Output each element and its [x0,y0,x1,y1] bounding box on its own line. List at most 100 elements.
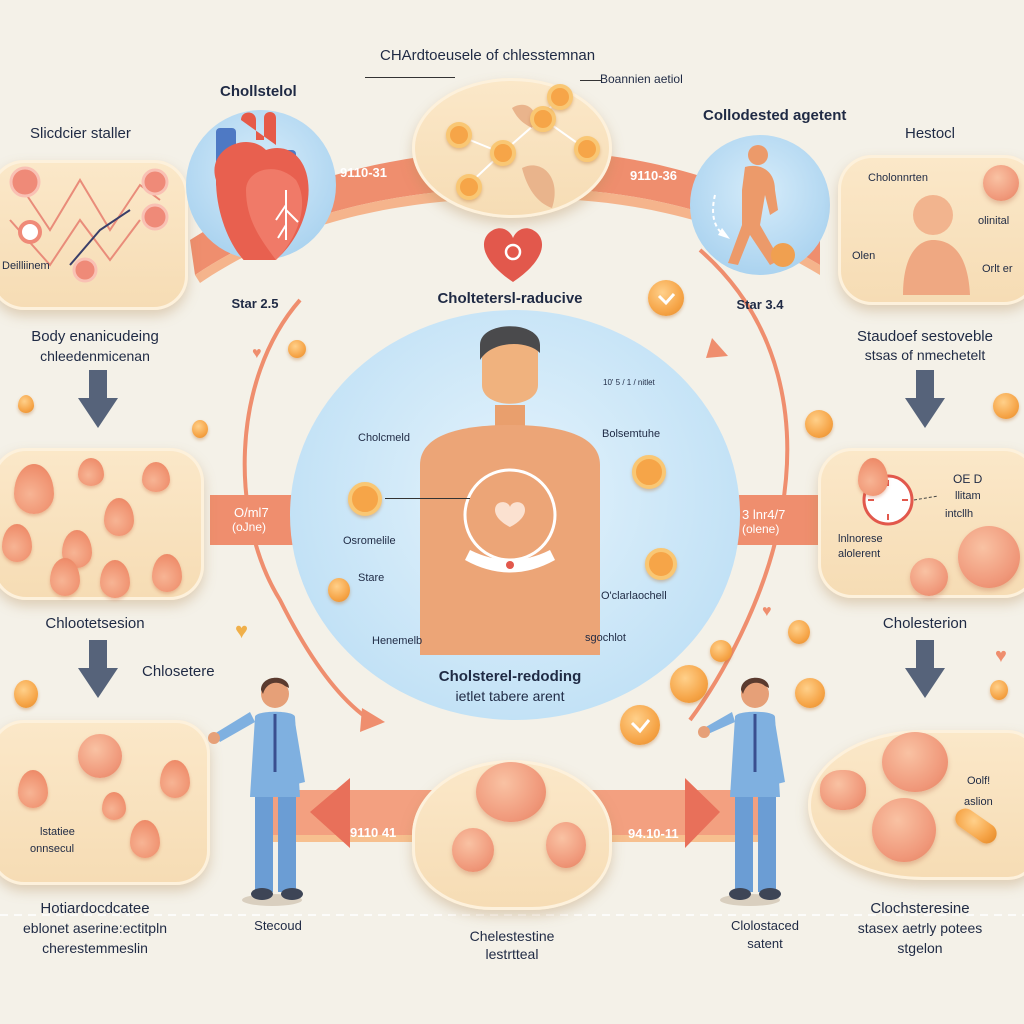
top-right-callout-4: Orlt er [982,263,1013,275]
molecule-node [446,122,472,148]
cholesterol-orb [348,482,382,516]
doctor-figure-right [698,677,785,906]
middle-right-inner-label-1: lnlnorese [838,533,883,545]
top-right-callout-3: Olen [852,250,876,262]
molecule-node [547,84,573,110]
middle-left-band-label-1: O/ml7 [234,505,269,520]
pill-capsule-icon [951,804,1001,848]
cholesterol-particle [882,732,948,792]
cholesterol-droplet [130,820,160,858]
middle-right-panel [818,448,1024,598]
molecule-node [530,106,556,132]
bottom-left-inner-line1: lstatiee [40,826,75,838]
center-label-left-mid: Stare [358,572,385,584]
callout-line [580,80,602,81]
cholesterol-particle [546,822,586,868]
cholesterol-droplet [990,680,1008,700]
callout-line [365,77,455,78]
check-badge [648,280,684,316]
bottom-right-caption-line3: stgelon [897,940,943,956]
heart-circle [186,110,336,270]
cholesterol-orb [795,678,825,708]
cholesterol-droplet [18,770,48,808]
cholesterol-droplet [160,760,190,798]
top-flow-band-edge [195,188,820,283]
middle-right-caption: Cholesterion [882,615,968,632]
cholesterol-particle [958,526,1020,588]
down-arrow-icon [78,370,118,430]
center-caption-line2: ietlet tabere arent [455,688,565,704]
heart-icon: ♥ [995,645,1007,667]
middle-left-panel [0,448,204,600]
heart-badge-icon [483,228,543,282]
cholesterol-droplet [18,395,34,413]
cholesterol-particle [452,828,494,872]
center-top-panel [412,78,612,218]
walker-circle-title: Collodested agetent [703,107,847,124]
heart-circle-stage: Star 2.5 [231,296,279,311]
center-label-bottom-left: Henemelb [372,635,423,647]
heart-organ-icon [214,112,309,270]
center-tiny-note: 10' 5 / 1 / nitlet [603,378,655,387]
middle-right-callout-2: llitam [955,490,981,502]
molecule-node [456,174,482,200]
middle-right-callout-3: intcllh [945,508,974,520]
heart-icon: ♥ [762,603,772,620]
walking-person-icon [712,145,795,267]
cholesterol-droplet [192,420,208,438]
heart-icon: ♥ [252,345,262,362]
cholesterol-orb [632,455,666,489]
zigzag-graph-icon [9,166,169,283]
center-label-left: Osromelile [343,535,396,547]
cholesterol-particle [910,558,948,596]
top-left-callout: Deilliinem [2,260,50,272]
cholesterol-orb [645,548,677,580]
cholesterol-droplet [2,524,32,562]
cholesterol-droplet [328,578,350,602]
center-caption-line1: Cholsterel-redoding [438,668,582,685]
top-right-caption-line1: Staudoef sestoveble [857,328,993,345]
cholesterol-particle [78,734,122,778]
bottom-center-panel [412,760,612,910]
cholesterol-droplet [50,558,80,596]
callout-line [385,498,470,499]
right-arc-arrowhead [706,338,728,358]
top-left-panel [0,160,188,310]
top-left-caption-line2: chleedenmicenan [40,348,150,364]
bottom-left-arrowhead [310,778,350,848]
heart-shaped-particle [820,770,866,810]
cholesterol-droplet [78,458,104,486]
torso-figure-icon [420,326,600,655]
middle-right-band-label-1: 3 lnr4/7 [742,507,786,522]
center-label-top-right: Bolsemtuhe [602,428,661,440]
left-cycle-arc [242,298,372,722]
bottom-right-caption-line2: stasex aetrly potees [857,920,983,936]
bottom-left-panel [0,720,210,885]
walker-circle-stage: Star 3.4 [736,297,784,312]
center-top-callout: Boannien aetiol [600,72,683,86]
cholesterol-particle [872,798,936,862]
check-icon [657,293,676,306]
check-badge [620,705,660,745]
walker-circle [690,135,830,275]
cholesterol-droplet [14,680,38,708]
bottom-center-caption-line2: lestrtteal [485,946,539,962]
bottom-left-inner-line2: onnsecul [30,843,75,855]
cholesterol-orb [993,393,1019,419]
heart-icon: ♥ [235,618,249,643]
bottom-left-caption-line2: eblonet aserine:ectitpln [23,920,167,936]
cholesterol-droplet [104,498,134,536]
doctor-right-label-line1: Clolostaced [731,918,799,933]
cholesterol-droplet [14,464,54,514]
top-left-panel-title: Slicdcier staller [30,125,131,142]
woman-silhouette-icon [903,195,970,295]
center-label-right: O'clarlaochell [601,590,667,602]
top-right-callout-1: Cholonnrten [868,172,928,184]
middle-left-caption: Chlootetsesion [45,615,145,632]
cholesterol-orb [710,640,732,662]
middle-right-band-label-2: (olene) [742,522,780,536]
center-top-title: CHArdtoeusele of chlesstemnan [380,47,596,64]
top-right-caption-line2: stsas of nmechetelt [864,347,986,363]
cholesterol-orb [288,340,306,358]
bottom-right-panel [808,730,1024,880]
